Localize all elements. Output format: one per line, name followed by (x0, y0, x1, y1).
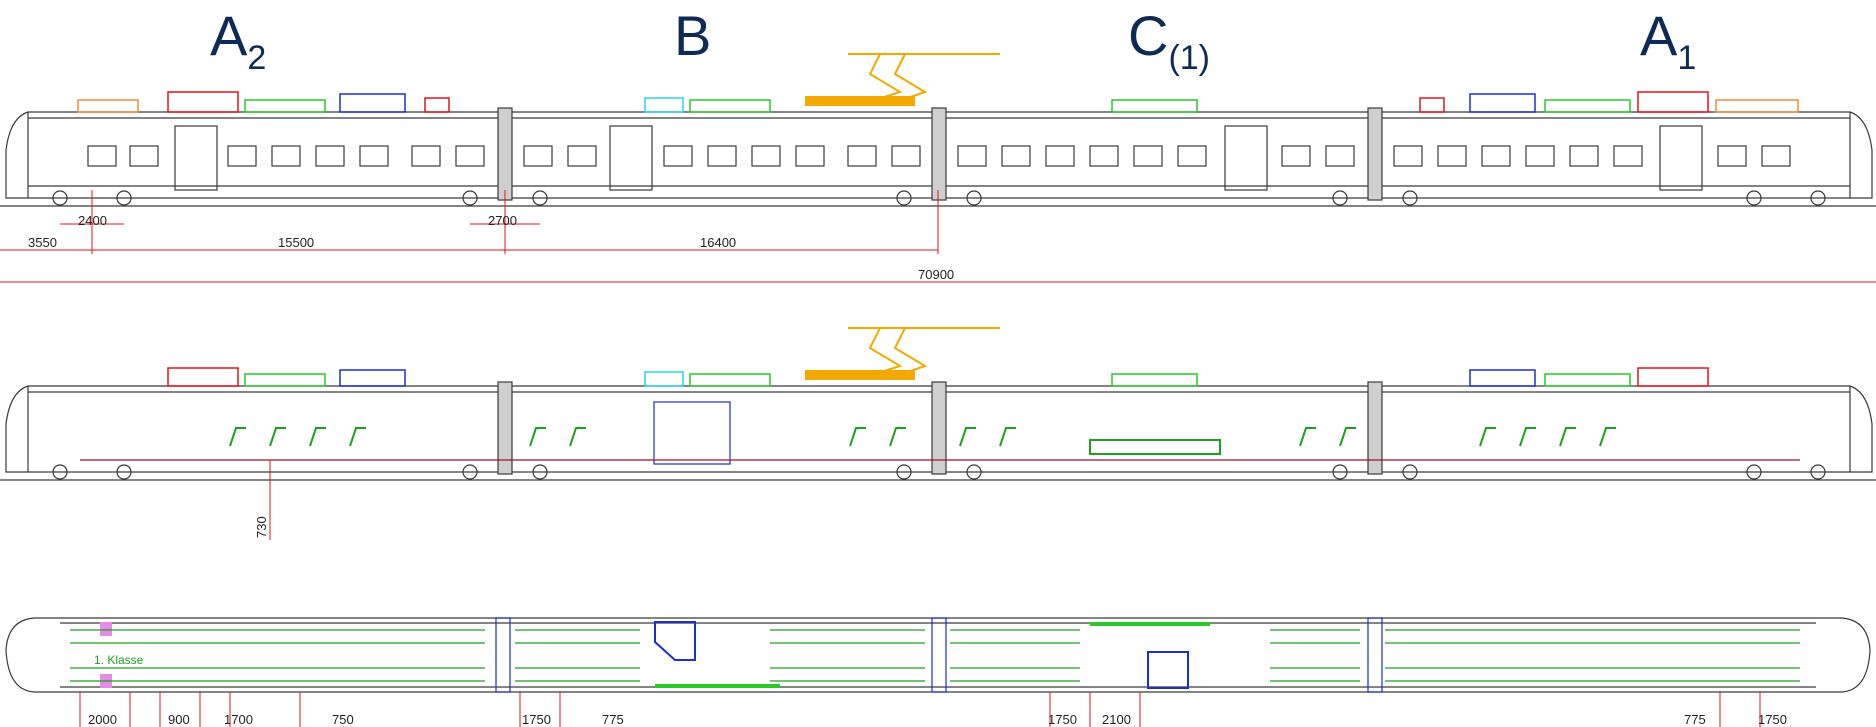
car-label-c1: C(1) (1128, 4, 1210, 77)
dim-floor-height: 730 (254, 516, 269, 538)
dim-bogie-wheelbase-end: 2400 (78, 213, 107, 228)
car-label-a1-sub: 1 (1677, 39, 1696, 77)
plan-dim-9: 775 (1684, 712, 1706, 727)
car-label-b: B (674, 4, 711, 67)
dim-pivot-middle-car: 16400 (700, 235, 736, 250)
interior-seats (229, 427, 1616, 455)
plan-dim-1: 2000 (88, 712, 117, 727)
nose-right (1849, 111, 1873, 199)
side-elevation (0, 53, 1876, 207)
car-label-c1-main: C (1128, 4, 1168, 67)
nose-left (5, 111, 29, 199)
car-label-a1-main: A (1640, 4, 1678, 67)
dim-front-overhang: 3550 (28, 235, 57, 250)
car-label-c1-sub: (1) (1168, 39, 1210, 77)
dim-bogie-wheelbase-jacobs: 2700 (488, 213, 517, 228)
section-view (0, 327, 1876, 481)
car-label-b-main: B (674, 4, 711, 67)
car-label-a2-sub: 2 (247, 39, 266, 77)
plan-dim-6: 775 (602, 712, 624, 727)
car-labels: A2 B C(1) A1 (210, 4, 1696, 77)
car-label-a2-main: A (210, 4, 248, 67)
pantograph-icon (805, 53, 1000, 106)
first-class-label: 1. Klasse (94, 653, 144, 667)
plan-dim-7: 1750 (1048, 712, 1077, 727)
car-label-a2: A2 (210, 4, 266, 77)
bogies (52, 190, 1826, 206)
plan-dimensions (79, 692, 1761, 727)
section-bogies (52, 464, 1826, 480)
plan-dim-5: 1750 (522, 712, 551, 727)
plan-dim-3: 1700 (224, 712, 253, 727)
plan-dim-10: 1750 (1758, 712, 1787, 727)
side-windows (87, 145, 1791, 167)
dim-overall-length: 70900 (918, 267, 954, 282)
dim-pivot-end-car: 15500 (278, 235, 314, 250)
plan-view (5, 617, 1871, 693)
plan-dim-2: 900 (168, 712, 190, 727)
plan-dim-4: 750 (332, 712, 354, 727)
plan-dim-8: 2100 (1102, 712, 1131, 727)
side-dimensions (0, 190, 1876, 283)
pantograph-icon-section (805, 327, 1000, 380)
car-label-a1: A1 (1640, 4, 1696, 77)
plan-seat-rows (70, 629, 1800, 682)
roof-equipment (77, 91, 1799, 113)
